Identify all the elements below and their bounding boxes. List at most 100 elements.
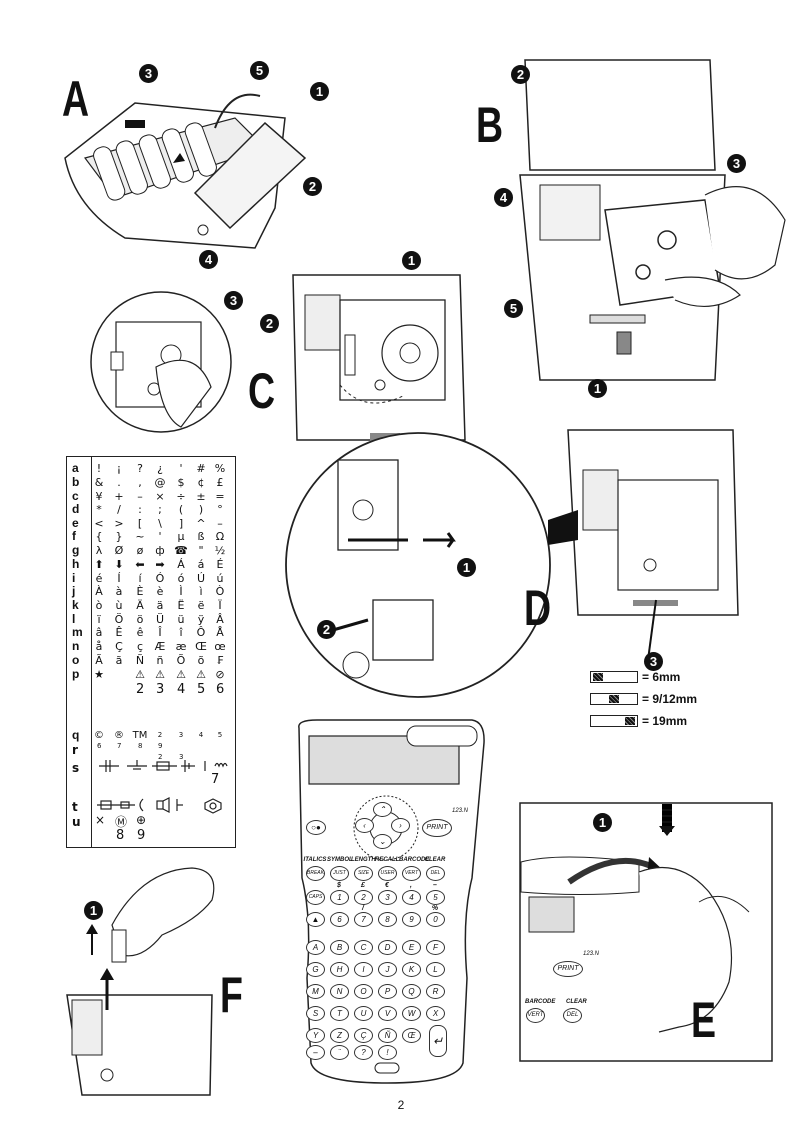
letter-key[interactable]: X	[426, 1006, 445, 1021]
letter-key[interactable]: I	[354, 962, 373, 977]
arrow-down-key[interactable]: ⌄	[373, 834, 392, 849]
letter-key[interactable]: L	[426, 962, 445, 977]
letter-key[interactable]: Ç	[354, 1028, 373, 1043]
tape-width-legend: = 6mm = 9/12mm = 19mm	[590, 668, 715, 734]
onoff-key[interactable]: ○●	[306, 820, 326, 835]
tape-width-icon	[590, 715, 638, 727]
letter-key[interactable]: M	[306, 984, 325, 999]
symbol-cell: œ	[214, 640, 226, 653]
symbol-key-letter: p	[72, 667, 80, 681]
symbol-row: p★⚠⚠⚠⚠⊘	[67, 667, 237, 682]
shift-key[interactable]: ▲	[306, 912, 325, 927]
symbol-cell: ¿	[157, 462, 163, 475]
function-key[interactable]: DEL	[426, 866, 445, 881]
letter-key[interactable]: –	[306, 1045, 325, 1060]
function-key[interactable]: JUST	[330, 866, 349, 881]
symbol-key-letter: j	[72, 584, 76, 598]
letter-key[interactable]: W	[402, 1006, 421, 1021]
letter-key[interactable]: Ñ	[378, 1028, 397, 1043]
letter-key[interactable]: K	[402, 962, 421, 977]
symbol-cell: ⬅	[135, 558, 145, 571]
symbol-cell: λ	[95, 544, 103, 557]
number-key[interactable]: 0	[426, 912, 445, 927]
letter-key[interactable]: T	[330, 1006, 349, 1021]
arrow-right-key[interactable]: ›	[391, 818, 410, 833]
symbol-cell: %	[214, 462, 226, 475]
symbol-cell: Í	[117, 572, 121, 585]
number-key[interactable]: 8	[378, 912, 397, 927]
function-key[interactable]: BREAK	[306, 866, 325, 881]
letter-key[interactable]: ?	[354, 1045, 373, 1060]
arrow-left-key[interactable]: ‹	[355, 818, 374, 833]
letter-key[interactable]: Y	[306, 1028, 325, 1043]
letter-key[interactable]: U	[354, 1006, 373, 1021]
function-key[interactable]: SIZE	[354, 866, 373, 881]
tape-cut-illustration	[519, 802, 773, 1062]
symbol-cell: ê	[136, 626, 144, 639]
letter-key[interactable]: B	[330, 940, 349, 955]
letter-key[interactable]: D	[378, 940, 397, 955]
letter-key[interactable]: V	[378, 1006, 397, 1021]
arrow-up-key[interactable]: ⌃	[373, 802, 392, 817]
symbol-cell: Ó	[155, 572, 165, 585]
letter-key[interactable]: !	[378, 1045, 397, 1060]
letter-key[interactable]: S	[306, 1006, 325, 1021]
letter-key[interactable]: H	[330, 962, 349, 977]
number-key[interactable]: 4	[402, 890, 421, 905]
letter-key[interactable]: O	[354, 984, 373, 999]
symbol-cell: ã	[115, 654, 123, 667]
symbol-cell: Ë	[177, 599, 185, 612]
symbol-row: c¥+–×÷±=	[67, 490, 237, 504]
letter-key[interactable]: G	[306, 962, 325, 977]
symbol-cell: È	[136, 585, 144, 598]
symbol-cell: Ô	[196, 626, 206, 639]
number-key-top-label: €	[385, 882, 389, 889]
number-key[interactable]: 2	[354, 890, 373, 905]
letter-key[interactable]: F	[426, 940, 445, 955]
callout-d-1: 1	[457, 558, 476, 577]
symbol-cell: õ	[197, 654, 205, 667]
symbol-sub: 8	[116, 828, 125, 843]
letter-key[interactable]: C	[354, 940, 373, 955]
letter-key[interactable]: J	[378, 962, 397, 977]
letter-key[interactable]: N	[330, 984, 349, 999]
letter-key[interactable]: Œ	[402, 1028, 421, 1043]
letter-key[interactable]: Q	[402, 984, 421, 999]
symbol-sub: 8	[138, 742, 143, 750]
symbol-cell: Å	[216, 626, 224, 639]
symbol-cell: ф	[155, 544, 165, 557]
enter-key[interactable]: ↵	[429, 1025, 447, 1057]
letter-key[interactable]: E	[402, 940, 421, 955]
letter-key[interactable]: R	[426, 984, 445, 999]
print-key[interactable]: PRINT	[422, 819, 452, 837]
fig-e-vert-key: VERT	[526, 1008, 545, 1023]
function-key[interactable]: USER	[378, 866, 397, 881]
symbol-cell: –	[137, 490, 143, 503]
number-key[interactable]: 3	[378, 890, 397, 905]
number-key[interactable]: 5	[426, 890, 445, 905]
number-key[interactable]: 6	[330, 912, 349, 927]
function-key[interactable]: VERT	[402, 866, 421, 881]
letter-key[interactable]: Z	[330, 1028, 349, 1043]
symbol-cell: Ⓜ	[115, 815, 128, 829]
letter-key[interactable]: P	[378, 984, 397, 999]
cutter-release-illustration	[66, 867, 215, 1096]
symbol-sub: 9	[137, 828, 146, 843]
letter-key[interactable]: A	[306, 940, 325, 955]
symbol-cell: é	[95, 572, 103, 585]
symbol-key-letter: l	[72, 612, 76, 626]
caps-key[interactable]: CAPS	[306, 890, 325, 905]
number-key[interactable]: 1	[330, 890, 349, 905]
symbol-cell: ò	[95, 599, 103, 612]
symbol-row: b&.,@$¢£	[67, 476, 237, 490]
number-key[interactable]: 7	[354, 912, 373, 927]
symbol-cell: &	[94, 476, 104, 489]
tape-legend-row-19mm: = 19mm	[590, 712, 715, 732]
callout-a-3: 3	[139, 64, 158, 83]
function-key-label: LENGTH	[351, 857, 376, 863]
letter-key[interactable]: ¨	[330, 1045, 349, 1060]
number-key[interactable]: 9	[402, 912, 421, 927]
